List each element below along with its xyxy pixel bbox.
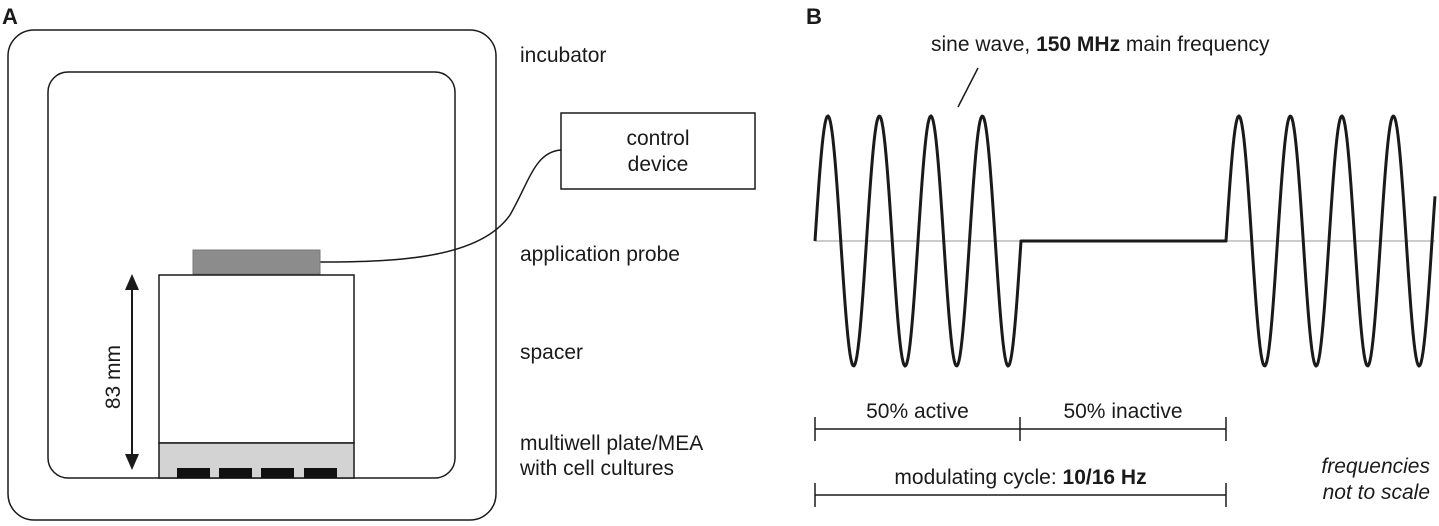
application-probe-label: application probe xyxy=(520,243,680,266)
well-3 xyxy=(261,468,294,478)
scale-note-line1: frequencies xyxy=(1321,455,1430,478)
sine-wave-label: sine wave, 150 MHz main frequency xyxy=(931,33,1270,56)
control-device-label-line1: control xyxy=(626,127,690,150)
well-4 xyxy=(304,468,337,478)
active-label: 50% active xyxy=(866,400,969,423)
inactive-label: 50% inactive xyxy=(1063,400,1183,423)
panel-b-letter: B xyxy=(806,4,822,29)
height-label: 83 mm xyxy=(101,344,125,410)
scale-note-line2: not to scale xyxy=(1322,481,1430,504)
spacer-label: spacer xyxy=(520,341,584,364)
cycle-label: modulating cycle: 10/16 Hz xyxy=(894,466,1147,489)
sine-label-leader xyxy=(957,67,979,108)
height-arrow-head-bottom xyxy=(125,454,139,470)
control-device-label-line2: device xyxy=(627,153,689,176)
control-device-box xyxy=(560,112,756,190)
well-1 xyxy=(177,468,210,478)
probe-cable xyxy=(318,149,562,263)
plate-label-line2: with cell cultures xyxy=(520,457,675,480)
sine-wave xyxy=(813,114,1437,368)
incubator-outer-wall xyxy=(7,29,497,521)
spacer-block xyxy=(158,274,355,444)
panel-a-letter: A xyxy=(2,4,18,29)
height-arrow-head-top xyxy=(125,274,139,290)
application-probe xyxy=(192,249,321,275)
incubator-label: incubator xyxy=(520,44,607,67)
well-2 xyxy=(219,468,252,478)
plate-label-line1: multiwell plate/MEA xyxy=(520,432,704,455)
